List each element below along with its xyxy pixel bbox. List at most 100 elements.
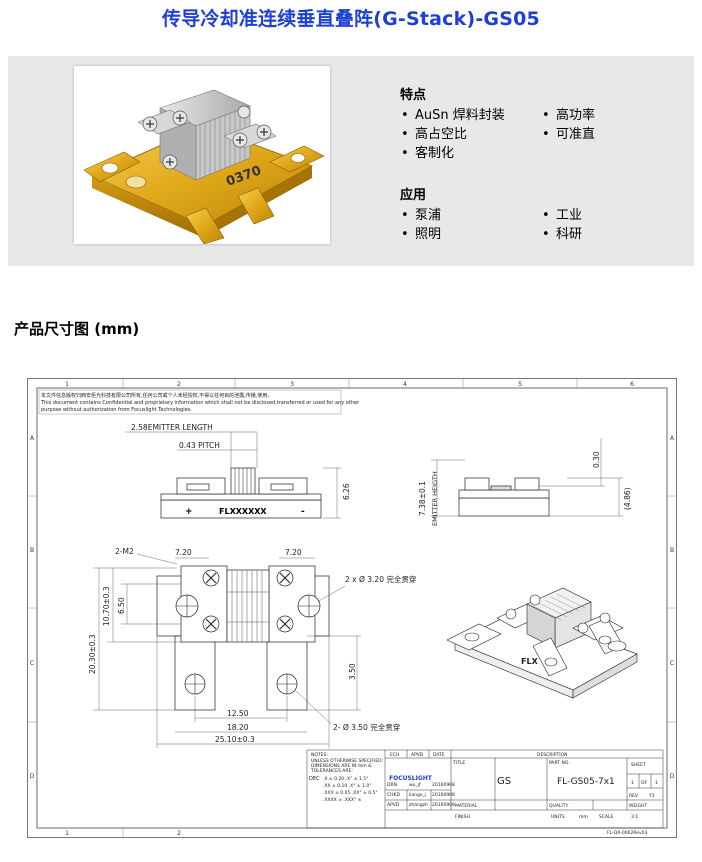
hole-note-upper: 2 x Ø 3.20 完全贯穿	[345, 574, 416, 584]
feature-item: 高占空比	[401, 123, 467, 142]
grid-row: B	[670, 547, 674, 554]
tb-finish: FINISH	[455, 814, 470, 820]
grid-col: 5	[518, 381, 522, 388]
notice-line: 本文件信息版权归西安炬光科技有限公司所有,任何公司或个人未经授权,不得以任何目的…	[41, 392, 272, 399]
dim-tab-spacing: 18.20	[227, 723, 249, 732]
grid-col: 2	[177, 830, 181, 837]
dim-hole-spacing: 12.50	[227, 709, 249, 718]
tb-tol: .X ± 0.20 .X° ± 1.5°	[323, 776, 368, 782]
isometric-view	[446, 587, 638, 699]
tb-apvd2-name: zhangzh	[409, 802, 428, 808]
grid-row: C	[670, 660, 674, 667]
tb-material: MATERIAL	[455, 803, 478, 809]
screw-label: 2-M2	[115, 547, 134, 556]
tb-notes-line: TOLERANCES ARE:	[310, 768, 353, 774]
page-title: 传导冷却准连续垂直叠阵(G-Stack)-GS05	[162, 8, 540, 30]
front-view	[160, 467, 322, 519]
feature-item: AuSn 焊料封装	[401, 104, 505, 123]
dim-emitter-label: EMITTER HEIGTH	[431, 471, 439, 526]
features-heading: 特点	[400, 88, 427, 103]
tb-sheet-of: OF	[641, 780, 648, 786]
focuslight-logo: FOCUSLIGHT	[389, 775, 433, 782]
hole-note-lower: 2- Ø 3.50 完全贯穿	[333, 722, 400, 732]
tb-units-value: mm	[579, 815, 588, 820]
tb-apvd2-date: 20160908	[432, 802, 455, 808]
tb-notes-line: UNLESS OTHERWISE SPECIFIED:	[311, 758, 383, 764]
dim-front-height: 6.26	[342, 483, 351, 500]
side-view	[458, 477, 550, 517]
tb-chkd: CHKD	[387, 792, 400, 798]
grid-row: D	[670, 773, 675, 780]
application-item: 照明	[401, 223, 441, 242]
grid-col: 2	[177, 381, 181, 388]
tb-chkd-date: 20160908	[432, 792, 455, 798]
notice-line: purpose without authorization from Focus…	[41, 407, 192, 413]
tb-title-value: GS	[497, 776, 511, 787]
feature-item: 可准直	[542, 123, 595, 142]
grid-row: A	[30, 435, 35, 442]
dim-total-width: 25.10±0.3	[215, 735, 255, 744]
dim-pitch: 0.43 PITCH	[179, 441, 220, 450]
grid-row: B	[30, 547, 34, 554]
grid-row: D	[30, 773, 35, 780]
tb-part-label: PART NO.	[549, 760, 570, 766]
tb-tol: .XXXX ± .XXX° ±	[323, 797, 362, 803]
tb-tol: .XXX ± 0.05 .XX° ± 0.5°	[323, 790, 378, 796]
grid-col: 1	[65, 381, 69, 388]
dim-side-top: 0.30	[592, 451, 601, 468]
feature-item: 客制化	[401, 142, 454, 161]
tb-quality: QUALITY	[549, 803, 568, 809]
application-item: 工业	[542, 204, 582, 223]
dim-left-width: 7.20	[175, 548, 192, 557]
tb-scale: SCALE	[599, 814, 614, 820]
dimension-drawing: 1 2 3 4 5 6 1 2 A B C D A B C D 本文件信息版权归…	[27, 378, 677, 838]
tb-rev-label: REV	[629, 793, 639, 799]
tb-description: DESCRIPTION	[537, 752, 567, 758]
dim-right-width: 7.20	[285, 548, 302, 557]
title-block	[306, 749, 664, 829]
grid-col: 1	[65, 830, 69, 837]
tb-units: UNITS	[551, 814, 565, 820]
dim-side-right: (4.86)	[623, 487, 632, 510]
tb-drn-date: 20160908	[432, 782, 455, 788]
tb-tol: .XX ± 0.10 .X° ± 1.0°	[323, 783, 371, 789]
application-item: 科研	[542, 223, 582, 242]
grid-row: C	[30, 660, 34, 667]
dim-tab-height: 3.50	[348, 663, 357, 680]
tb-chkd-name: liangs_j	[409, 792, 426, 798]
product-banner: 0370 特点 AuSn 焊料封装 高占空比 客制化 高功率 可准直 应用 泵浦…	[8, 56, 694, 266]
tb-scale-value: 3:1	[631, 814, 638, 820]
dim-hole-height: 6.50	[117, 597, 126, 614]
notice-line: This document contains Confidential and …	[40, 400, 360, 406]
front-label: FLXXXXXX	[219, 507, 267, 516]
tb-notes: NOTES:	[311, 752, 328, 758]
applications-heading: 应用	[400, 188, 427, 203]
tb-part-value: FL-GS05-7x1	[557, 777, 615, 787]
tb-title-label: TITLE	[452, 760, 465, 766]
tb-doc-no: FL-QR-0062Rev03	[607, 830, 648, 836]
dim-emitter-length: 2.58EMITTER LENGTH	[131, 423, 213, 432]
tb-weight: WEIGHT	[629, 803, 647, 809]
grid-col: 4	[403, 381, 407, 388]
iso-marking: FLX	[521, 657, 539, 666]
tb-sheet-value: 1	[631, 780, 634, 786]
dimensions-heading: 产品尺寸图 (mm)	[14, 320, 140, 338]
tb-ech: ECH	[390, 752, 399, 758]
dim-emitter-height: 7.38±0.1	[418, 481, 427, 516]
feature-item: 高功率	[542, 104, 595, 123]
dim-mid-height: 10.70±0.3	[102, 586, 111, 626]
tb-sheet-total: 1	[655, 780, 658, 786]
tb-notes-line: DIMENSIONS ARE IN mm &	[311, 763, 372, 769]
tb-date: DATE	[433, 752, 445, 758]
tb-drn-name: wu_jf	[409, 782, 421, 788]
dim-total-height: 20.30±0.3	[88, 634, 97, 674]
product-photo-illustration: 0370	[83, 89, 325, 245]
grid-row: A	[670, 435, 675, 442]
product-photo: 0370	[74, 66, 330, 245]
front-minus: -	[301, 507, 305, 517]
grid-col: 6	[630, 381, 634, 388]
tb-sheet-label: SHEET	[631, 762, 646, 768]
application-item: 泵浦	[401, 204, 441, 223]
tb-dec: DEC	[309, 776, 320, 782]
tb-apvd2: APVD	[387, 802, 400, 808]
